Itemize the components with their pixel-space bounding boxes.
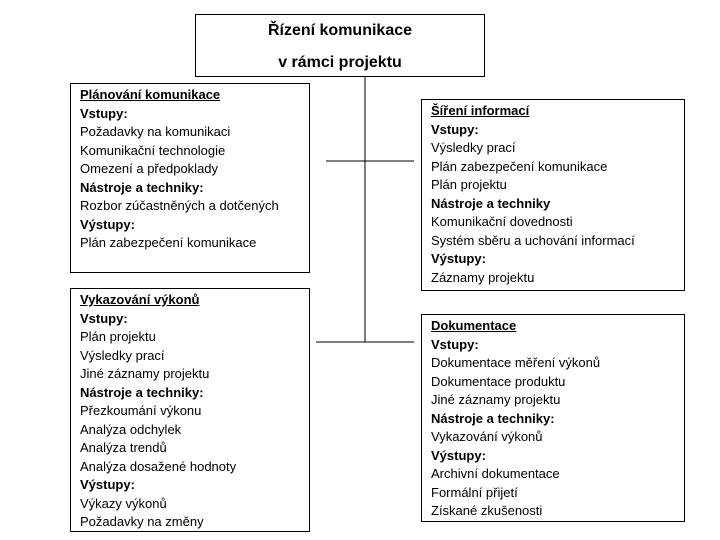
section-item: Vykazování výkonů [431,429,543,444]
section-item: Požadavky na komunikaci [80,124,231,139]
node-title: Dokumentace [431,318,517,333]
root-node: Řízení komunikace v rámci projektu [195,14,485,77]
section-item: Rozbor zúčastněných a dotčených [80,198,279,213]
section-item: Požadavky na změny [80,514,204,529]
section-heading: Nástroje a techniky [431,195,551,211]
root-title-line2: v rámci projektu [278,54,402,71]
section-item: Komunikační dovednosti [431,214,573,229]
section-heading: Nástroje a techniky: [431,410,555,426]
node-title: Plánování komunikace [80,87,221,102]
section-item: Přezkoumání výkonu [80,403,202,418]
node-title: Šíření informací [431,103,530,118]
section-item: Komunikační technologie [80,142,226,158]
section-heading: Výstupy: [431,447,486,463]
section-item: Plán projektu [80,329,156,344]
node-title: Vykazování výkonů [80,292,200,307]
section-item: Analýza trendů [80,440,167,455]
section-item: Výsledky prací [431,140,516,155]
section-item: Dokumentace produktu [431,373,566,389]
section-heading: Vstupy: [431,336,479,352]
section-item: Plán projektu [431,177,507,192]
section-item: Plán zabezpečení komunikace [80,235,257,250]
section-item: Omezení a předpoklady [80,161,219,176]
section-item: Analýza odchylek [80,421,182,437]
section-heading: Vstupy: [80,310,128,326]
section-heading: Nástroje a techniky: [80,179,204,195]
section-item: Výsledky prací [80,347,165,363]
section-item: Formální přijetí [431,484,518,500]
section-item: Výkazy výkonů [80,495,167,511]
section-item: Plán zabezpečení komunikace [431,158,608,174]
section-heading: Výstupy: [80,477,135,492]
section-item: Archivní dokumentace [431,466,560,481]
section-heading: Výstupy: [431,251,486,266]
section-item: Analýza dosažené hodnoty [80,458,237,474]
section-item: Jiné záznamy projektu [80,366,210,381]
section-item: Systém sběru a uchování informací [431,232,635,248]
section-item: Záznamy projektu [431,269,535,285]
section-heading: Vstupy: [431,121,479,137]
section-heading: Vstupy: [80,105,128,121]
section-item: Jiné záznamy projektu [431,392,561,407]
section-heading: Výstupy: [80,216,135,232]
section-item: Dokumentace měření výkonů [431,355,601,370]
section-heading: Nástroje a techniky: [80,384,204,400]
root-title-line1: Řízení komunikace [267,22,413,39]
section-item: Získané zkušenosti [431,503,543,518]
